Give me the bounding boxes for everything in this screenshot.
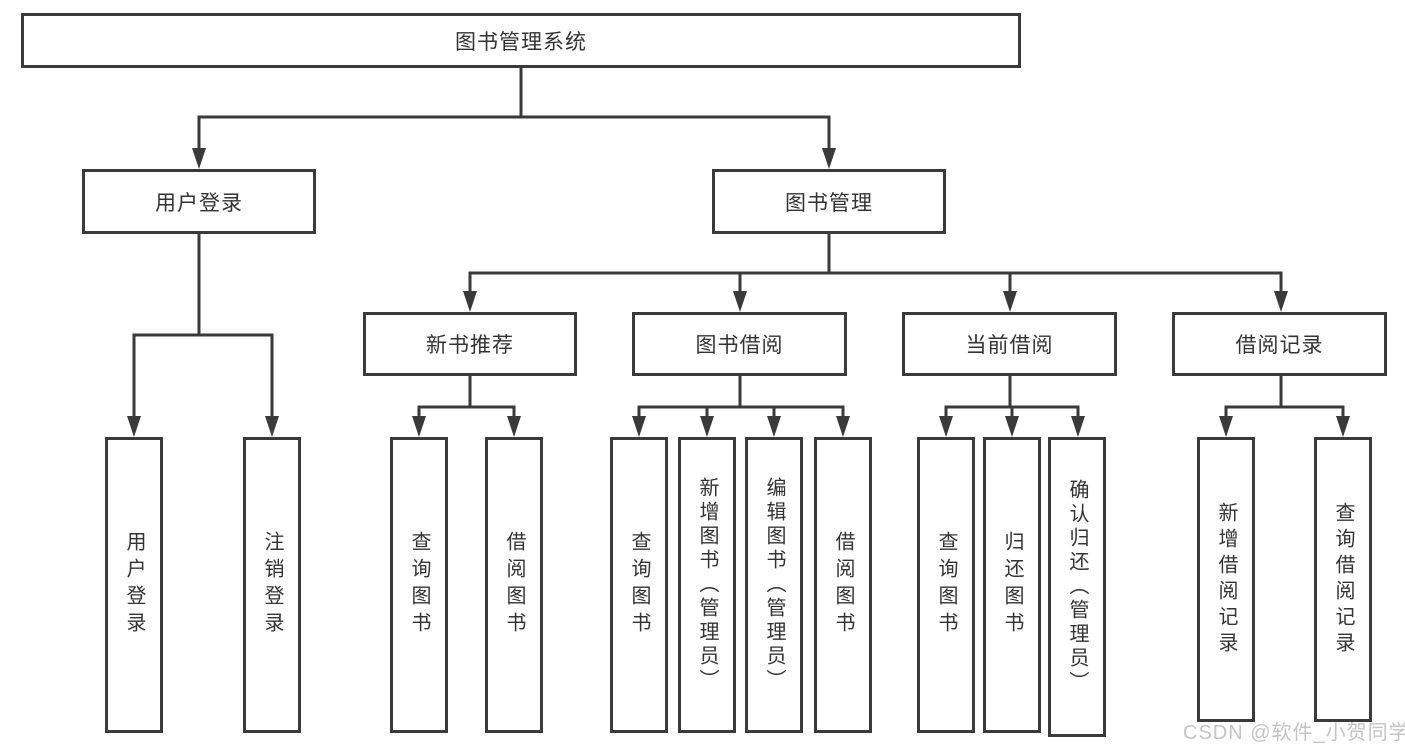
- leaf-user-login: 用户登录: [105, 437, 163, 733]
- arrow-down-icon: [1274, 291, 1288, 312]
- leaf-confirm-return-admin: 确认归还（管理员）: [1048, 437, 1106, 737]
- leaf-add-book-admin: 新增图书（管理员）: [678, 437, 736, 733]
- connector-new-book-children: [412, 374, 521, 437]
- arrow-down-icon: [127, 416, 141, 437]
- leaf-edit-book-admin: 编辑图书（管理员）: [745, 437, 803, 733]
- leaf-query-books-recommend: 查询图书: [390, 437, 448, 733]
- node-new-book-recommend: 新书推荐: [363, 312, 577, 376]
- leaf-query-books-current: 查询图书: [917, 437, 975, 733]
- arrow-down-icon: [1003, 291, 1017, 312]
- leaf-borrow-books-recommend: 借阅图书: [485, 437, 543, 733]
- leaf-logout: 注销登录: [243, 437, 301, 733]
- arrow-down-icon: [265, 416, 279, 437]
- node-current-borrow: 当前借阅: [902, 312, 1117, 376]
- connector-root-to-level2: [192, 66, 836, 169]
- leaf-query-borrow-record: 查询借阅记录: [1314, 437, 1372, 722]
- node-user-login: 用户登录: [82, 169, 316, 234]
- arrow-down-icon: [767, 416, 781, 437]
- csdn-watermark: CSDN @软件_小贺同学: [1183, 722, 1405, 744]
- connector-book-management-to-level3: [463, 232, 1288, 312]
- connector-book-borrow-children: [632, 374, 850, 437]
- leaf-query-books-borrow: 查询图书: [610, 437, 668, 733]
- arrow-down-icon: [1336, 416, 1350, 437]
- connector-current-borrow-children: [939, 374, 1085, 437]
- connector-user-login-children: [127, 232, 279, 437]
- node-borrow-records: 借阅记录: [1172, 312, 1387, 376]
- arrow-down-icon: [836, 416, 850, 437]
- node-root: 图书管理系统: [21, 13, 1021, 68]
- leaf-return-books: 归还图书: [983, 437, 1041, 733]
- arrow-down-icon: [1219, 416, 1233, 437]
- arrow-down-icon: [733, 291, 747, 312]
- arrow-down-icon: [939, 416, 953, 437]
- arrow-down-icon: [1071, 416, 1085, 437]
- arrow-down-icon: [822, 148, 836, 169]
- connector-borrow-record-children: [1219, 374, 1350, 437]
- arrow-down-icon: [192, 148, 206, 169]
- arrow-down-icon: [412, 416, 426, 437]
- arrow-down-icon: [632, 416, 646, 437]
- node-book-management: 图书管理: [712, 169, 946, 234]
- arrow-down-icon: [1005, 416, 1019, 437]
- leaf-add-borrow-record: 新增借阅记录: [1197, 437, 1255, 722]
- node-book-borrow: 图书借阅: [632, 312, 847, 376]
- arrow-down-icon: [507, 416, 521, 437]
- arrow-down-icon: [463, 291, 477, 312]
- leaf-borrow-books-again: 借阅图书: [814, 437, 872, 733]
- arrow-down-icon: [700, 416, 714, 437]
